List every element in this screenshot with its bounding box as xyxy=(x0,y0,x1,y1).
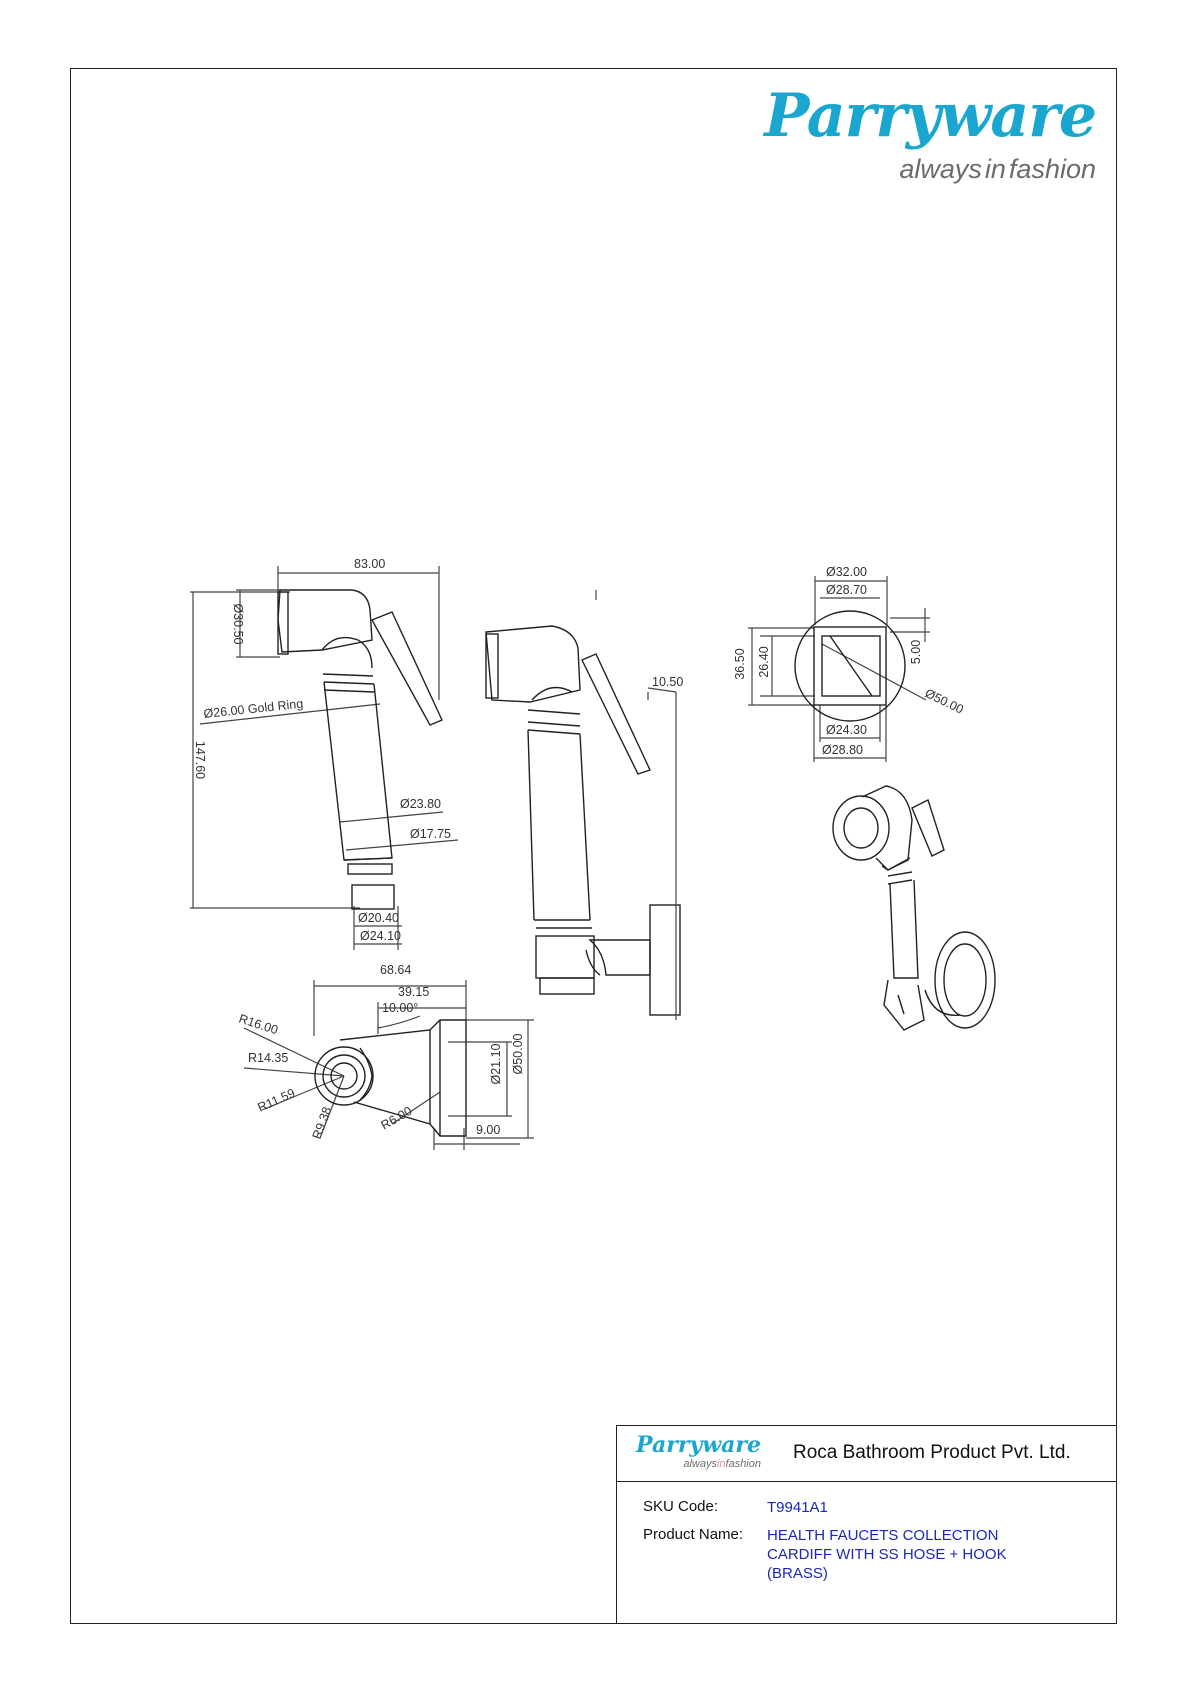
dim-r9-38: R9.38 xyxy=(310,1105,335,1141)
product-line-3: (BRASS) xyxy=(767,1565,828,1582)
title-block-logo: Parryware alwaysinfashion xyxy=(636,1432,767,1476)
dim-r11-59: R11.59 xyxy=(256,1086,298,1115)
dim-gold-ring: Ø26.00 Gold Ring xyxy=(203,697,304,721)
sku-label: SKU Code: xyxy=(643,1498,719,1515)
tagline-part: always xyxy=(683,1458,717,1470)
drawing-sheet-border xyxy=(70,68,1117,1624)
end-view-outline xyxy=(794,610,906,722)
dim-d32: Ø32.00 xyxy=(826,565,867,579)
product-line-2: CARDIFF WITH SS HOSE + HOOK xyxy=(767,1546,1007,1563)
dim-d20-40: Ø20.40 xyxy=(358,911,399,925)
dim-d50-top: Ø50.00 xyxy=(923,686,966,717)
dim-d17-75: Ø17.75 xyxy=(410,827,451,841)
tagline-highlight: in xyxy=(982,154,1009,185)
tagline-part: always xyxy=(899,154,982,184)
isometric-view-outline xyxy=(832,785,996,1031)
dim-r14-35: R14.35 xyxy=(248,1051,288,1065)
product-label: Product Name: xyxy=(643,1526,744,1543)
dim-d50-side: Ø50.00 xyxy=(511,1033,525,1074)
title-block-logo-wordmark: Parryware xyxy=(636,1432,761,1458)
dim-d21-10: Ø21.10 xyxy=(489,1043,503,1084)
title-block-header: Parryware alwaysinfashion Roca Bathroom … xyxy=(617,1426,1117,1482)
side-view-outline xyxy=(485,625,681,1016)
dim-68-64: 68.64 xyxy=(380,963,411,977)
dim-d24-10: Ø24.10 xyxy=(360,929,401,943)
title-block-tagline: alwaysinfashion xyxy=(683,1458,761,1470)
dim-147-60: 147.60 xyxy=(193,741,207,779)
bracket-view-dims xyxy=(243,980,534,1150)
dim-9: 9.00 xyxy=(476,1123,500,1137)
tagline-highlight: in xyxy=(716,1458,726,1470)
tagline-part: fashion xyxy=(725,1458,761,1470)
dim-d24-30: Ø24.30 xyxy=(826,723,867,737)
company-name: Roca Bathroom Product Pvt. Ltd. xyxy=(793,1442,1071,1463)
dim-d23-80: Ø23.80 xyxy=(400,797,441,811)
side-view-dims xyxy=(595,590,677,1020)
dim-10-50: 10.50 xyxy=(652,675,683,689)
dim-26-40: 26.40 xyxy=(757,646,771,677)
dim-r6: R6.00 xyxy=(379,1104,415,1133)
sku-value: T9941A1 xyxy=(767,1499,828,1516)
brand-logo-wordmark: Parryware xyxy=(764,81,1097,151)
end-view-dims xyxy=(748,576,930,762)
tagline-part: fashion xyxy=(1008,154,1096,184)
dim-d30-50: Ø30.50 xyxy=(231,603,245,644)
product-line-1: HEALTH FAUCETS COLLECTION xyxy=(767,1527,999,1544)
dimension-lines xyxy=(190,566,459,950)
dim-r16: R16.00 xyxy=(237,1012,280,1038)
bracket-view-outline xyxy=(314,1019,467,1137)
dim-83: 83.00 xyxy=(354,557,385,571)
dim-10-deg: 10.00° xyxy=(382,1001,418,1015)
dim-d28-80: Ø28.80 xyxy=(822,743,863,757)
product-value: HEALTH FAUCETS COLLECTION CARDIFF WITH SS… xyxy=(767,1526,1027,1583)
dim-5: 5.00 xyxy=(909,640,923,664)
dim-d28-70: Ø28.70 xyxy=(826,583,867,597)
title-block: Parryware alwaysinfashion Roca Bathroom … xyxy=(616,1425,1117,1624)
product-row: Product Name: HEALTH FAUCETS COLLECTION CA… xyxy=(643,1526,1027,1583)
front-view-outline xyxy=(277,589,443,910)
sku-row: SKU Code: T9941A1 xyxy=(643,1498,1027,1517)
dim-36-50: 36.50 xyxy=(733,648,747,679)
dim-39-15: 39.15 xyxy=(398,985,429,999)
